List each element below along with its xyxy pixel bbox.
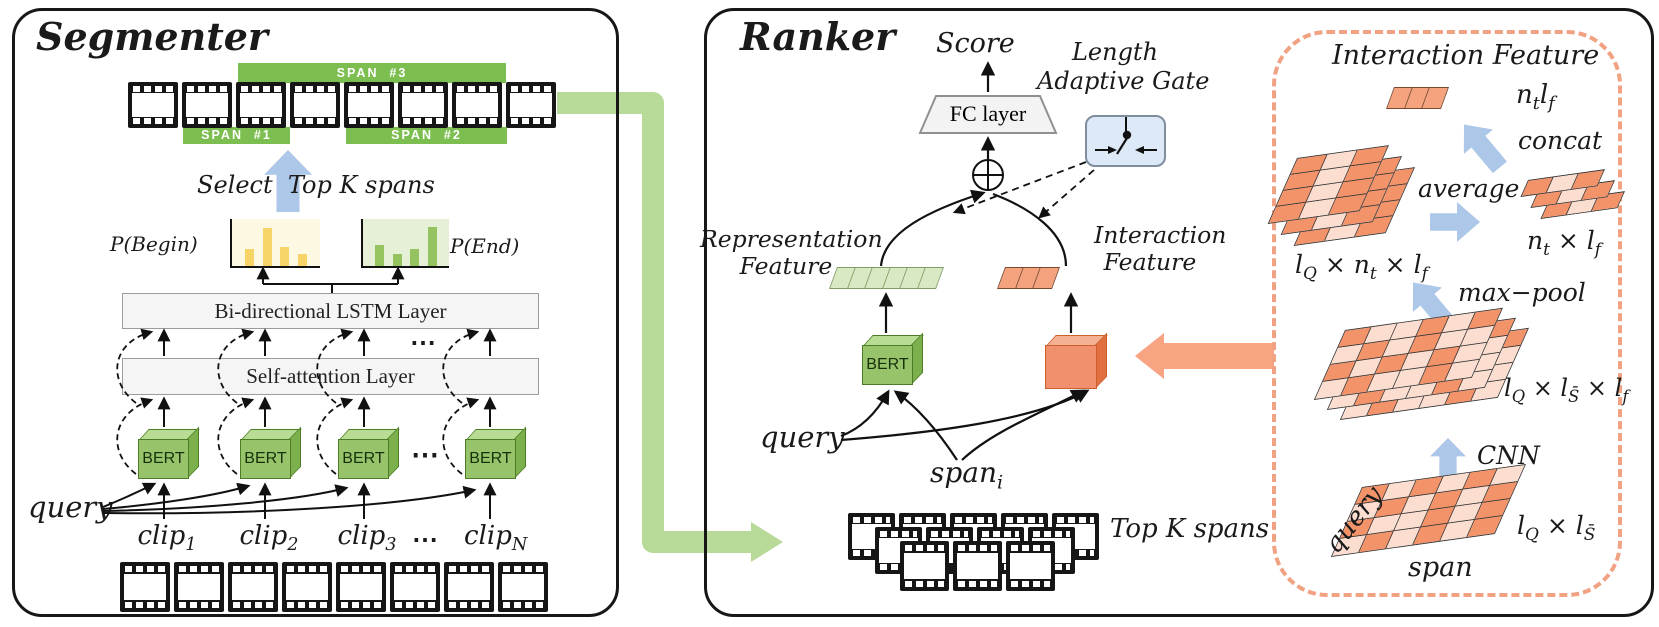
film-frame — [444, 562, 494, 612]
span3-badge: SPAN #3 — [238, 63, 506, 83]
ellipsis-cubes: ⋯ — [411, 438, 439, 471]
bert-cube-1: BERT — [138, 426, 200, 480]
nt-lf-label: nt × lf — [1527, 226, 1602, 260]
film-frame — [282, 562, 332, 612]
interaction-cube — [1045, 332, 1108, 389]
film-frame — [290, 82, 340, 128]
interaction-feature-bar — [996, 267, 1060, 289]
film-frame — [398, 82, 448, 128]
span-i-label: spani — [930, 456, 1004, 494]
clip1-label: clip1 — [137, 521, 197, 556]
film-frame — [128, 82, 178, 128]
span2-badge: SPAN #2 — [346, 127, 507, 144]
video-strip-bottom — [120, 562, 548, 612]
bilstm-layer-label: Bi-directional LSTM Layer — [214, 298, 447, 323]
cnn-label: CNN — [1477, 441, 1540, 470]
ntlf-label: ntlf — [1516, 80, 1555, 115]
ranker-title: Ranker — [740, 14, 896, 59]
film-frame — [452, 82, 502, 128]
film-frame — [953, 541, 1002, 591]
film-frame — [336, 562, 386, 612]
end-histogram — [361, 219, 449, 268]
cube-front-face: BERT — [138, 439, 189, 479]
topk-spans-label: Top K spans — [1110, 514, 1270, 544]
video-strip-top — [128, 82, 556, 128]
film-frame — [498, 562, 548, 612]
clip3-label: clip3 — [337, 521, 397, 556]
self-attention-layer-box: Self-attention Layer — [122, 358, 539, 395]
begin-histogram — [230, 219, 320, 268]
segmenter-query-label: query — [28, 490, 113, 524]
clipN-label: clipN — [464, 521, 528, 556]
interaction-panel-title: Interaction Feature — [1332, 40, 1600, 71]
interaction-feature-panel — [1272, 30, 1622, 597]
average-label: average — [1418, 174, 1520, 203]
p-end-label: P(End) — [450, 234, 520, 258]
film-frame — [236, 82, 286, 128]
bert-cube-3: BERT — [338, 426, 400, 480]
gate-switch-icon — [1095, 117, 1157, 155]
clip2-label: clip2 — [239, 521, 299, 556]
maxpool-label: max−pool — [1458, 278, 1586, 307]
score-label: Score — [936, 28, 1015, 59]
length-adaptive-gate — [1085, 115, 1166, 167]
film-frame — [182, 82, 232, 128]
ntlf-bar — [1385, 87, 1449, 109]
film-frame — [900, 541, 949, 591]
self-attention-label: Self-attention Layer — [246, 364, 415, 388]
fc-layer-label: FC layer — [949, 101, 1027, 126]
film-frame — [228, 562, 278, 612]
span1-badge: SPAN #1 — [183, 127, 290, 144]
film-frame — [344, 82, 394, 128]
lq-nt-lf-label: lQ × nt × lf — [1295, 250, 1428, 284]
film-frame — [1006, 541, 1055, 591]
select-topk-label: Select Top K spans — [197, 171, 435, 199]
p-begin-label: P(Begin) — [110, 232, 198, 256]
bert-cube-4: BERT — [465, 426, 527, 480]
bert-cube-2: BERT — [240, 426, 302, 480]
film-frame — [390, 562, 440, 612]
ellipsis-upper: ⋯ — [410, 328, 436, 358]
grid-span-label: span — [1408, 552, 1473, 583]
film-frame — [174, 562, 224, 612]
ranker-query-label: query — [760, 420, 845, 454]
ellipsis-clips: ⋯ — [412, 525, 438, 555]
lq-ls-lf-label: lQ × lS̄ × lf — [1504, 374, 1629, 406]
topk-strip-front — [900, 541, 1055, 591]
concat-label: concat — [1518, 126, 1603, 155]
ranker-bert-cube: BERT — [862, 332, 924, 386]
film-frame — [506, 82, 556, 128]
lq-ls-label: lQ × lS̄ — [1517, 511, 1596, 545]
film-frame — [120, 562, 170, 612]
segmenter-title: Segmenter — [36, 14, 268, 59]
bilstm-layer-box: Bi-directional LSTM Layer — [122, 293, 539, 329]
